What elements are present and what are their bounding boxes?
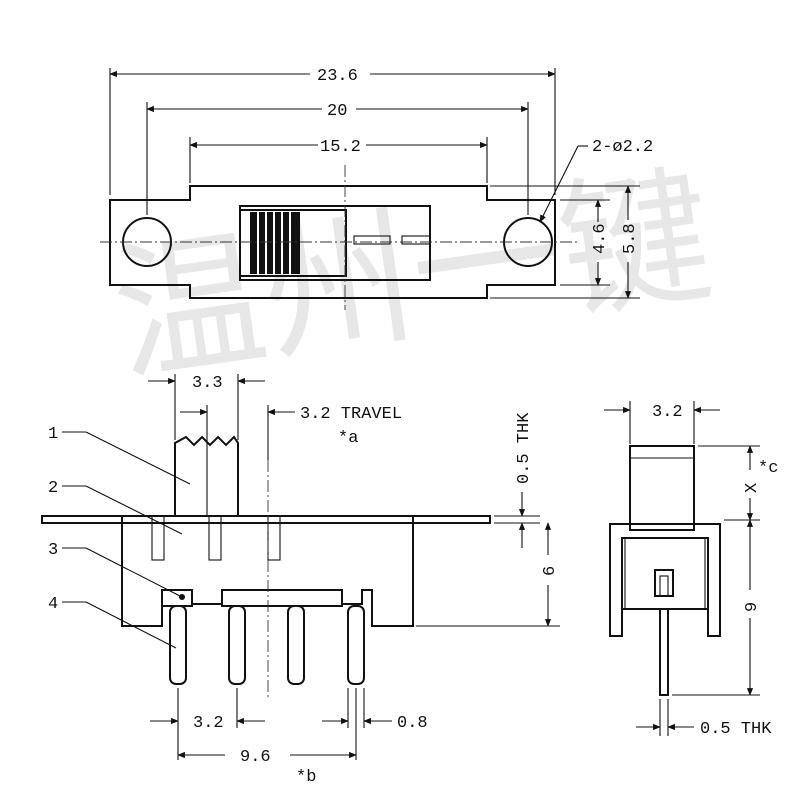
dim-actuator-width: 3.3: [192, 374, 223, 393]
end-housing-inner: [624, 537, 706, 610]
dim-pin-span: 9.6: [240, 748, 271, 767]
side-contact-bar: [221, 589, 343, 607]
pin-4: [347, 605, 365, 685]
slot-right: [401, 235, 431, 245]
pin-2: [228, 605, 246, 685]
end-pin: [659, 608, 669, 696]
dim-total-width: 23.6: [317, 67, 358, 86]
contact-window-3: [267, 515, 281, 561]
callout-3: 3: [48, 541, 58, 560]
side-mounting-plate: [41, 515, 491, 524]
top-view: 23.6 20 15.2 2-ø2.2 4.6 5.8: [100, 67, 653, 310]
mounting-plate-outline: [109, 185, 556, 299]
side-actuator: [174, 435, 239, 516]
side-view: 1 2 3 4 3.3 3.2 TRAVEL *a 0.5 THK: [41, 374, 560, 787]
side-terminal-block: [161, 589, 193, 607]
note-a: *a: [338, 429, 358, 448]
dim-travel: 3.2 TRAVEL: [300, 405, 402, 424]
dim-pin-width: 0.8: [397, 714, 428, 733]
dim-pin-thickness: 0.5 THK: [700, 720, 772, 739]
callout-2: 2: [48, 479, 58, 498]
dim-body-height: 6: [541, 566, 560, 576]
callout-1: 1: [48, 425, 58, 444]
slider-knob: [239, 209, 347, 277]
dim-hole-diameter: 2-ø2.2: [592, 138, 653, 157]
end-housing-outer: [609, 523, 721, 637]
contact-window-1: [151, 515, 165, 561]
end-contact: [654, 569, 674, 597]
pin-3: [287, 605, 305, 685]
pin-1: [169, 605, 187, 685]
dim-pin-pitch: 3.2: [193, 714, 224, 733]
dim-x: X: [743, 483, 762, 493]
note-c: *c: [758, 459, 778, 478]
dim-outer-height: 5.8: [621, 223, 640, 254]
terminal-dot: [179, 594, 185, 600]
dim-plate-thickness: 0.5 THK: [515, 412, 534, 484]
dim-body-width: 15.2: [320, 138, 361, 157]
slot-left: [353, 235, 391, 245]
contact-window-2: [208, 515, 222, 561]
slider-knob-ridges: [250, 212, 300, 274]
dim-inner-height: 4.6: [591, 223, 610, 254]
watermark-text: 温州一键: [104, 149, 722, 405]
end-view: 3.2 X *c 9 0.5 THK: [604, 401, 778, 739]
note-b: *b: [296, 768, 316, 787]
end-actuator: [629, 445, 695, 531]
dim-end-height: 9: [743, 602, 762, 612]
callout-4: 4: [48, 595, 58, 614]
dim-end-width: 3.2: [652, 403, 683, 422]
dim-hole-spacing: 20: [327, 102, 347, 121]
